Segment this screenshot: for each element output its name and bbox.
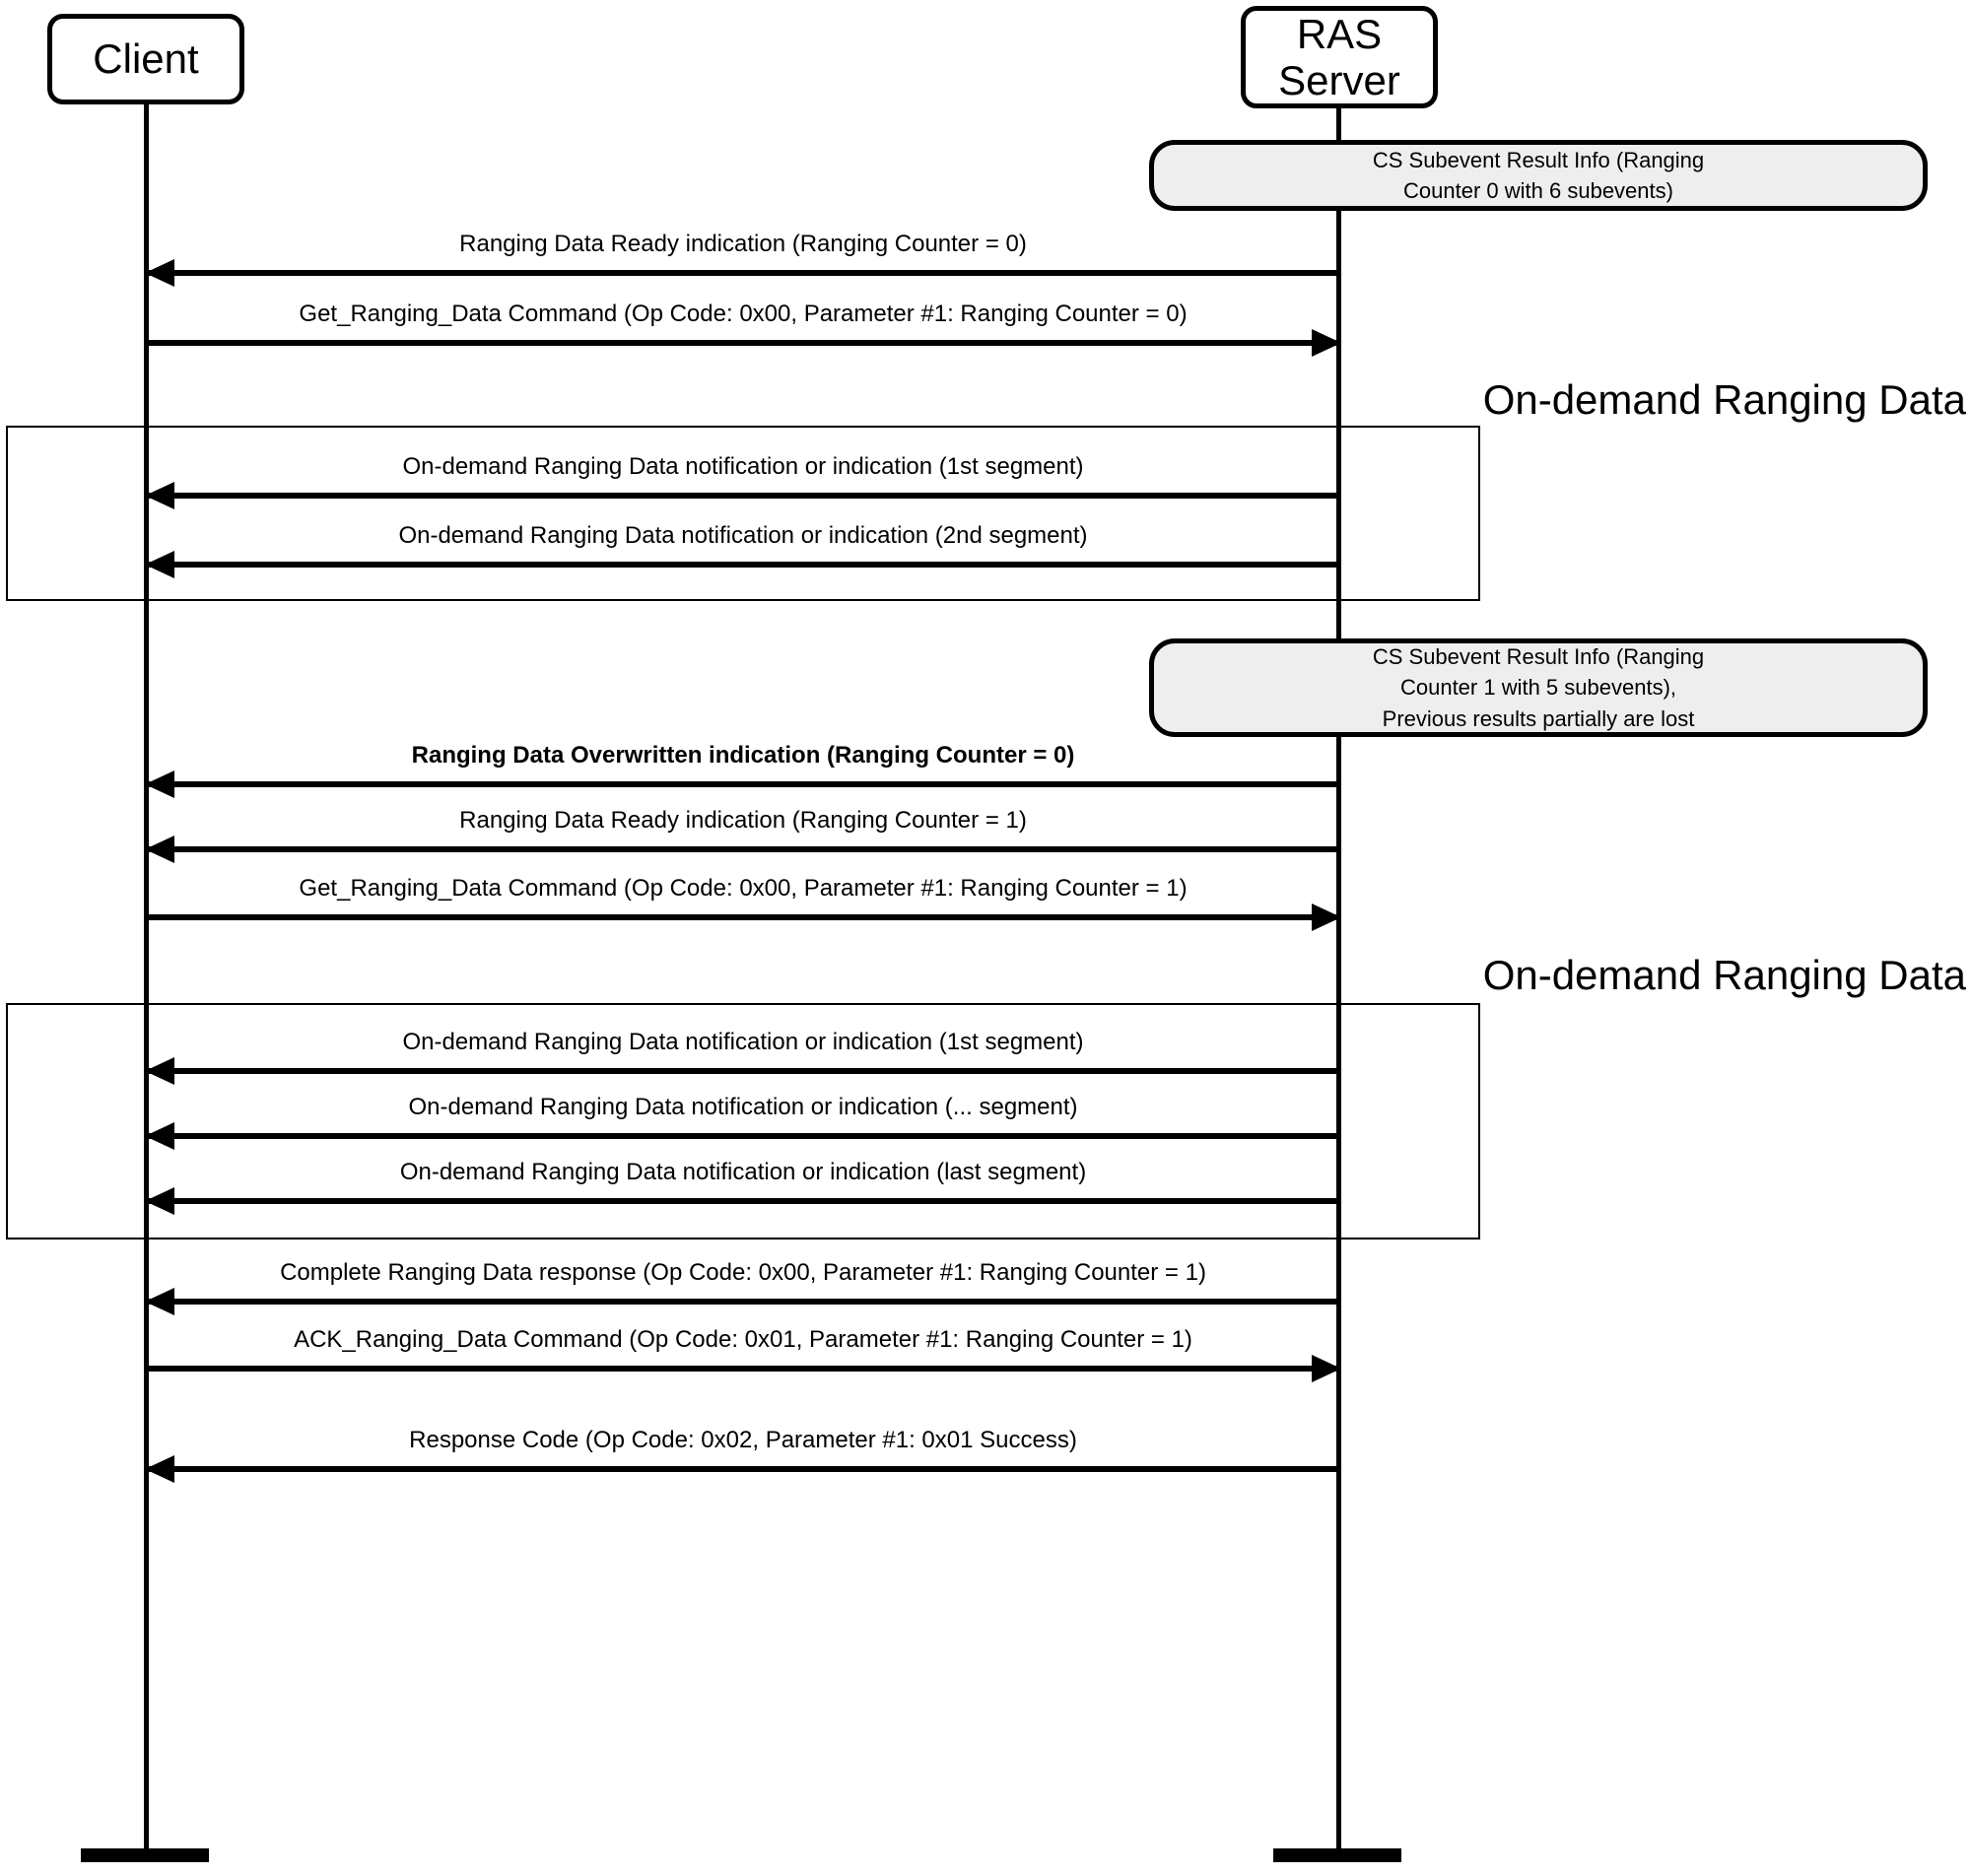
fragment-2-label: On-demand Ranging Data	[1482, 952, 1966, 998]
participant-ras-server-label-line1: RAS	[1296, 10, 1383, 57]
fragment-1-label: On-demand Ranging Data	[1482, 376, 1966, 423]
lifeline-ras-server	[1336, 6, 1341, 1862]
message-line	[146, 1198, 1340, 1204]
note-2-line-2: Counter 1 with 5 subevents),	[1399, 675, 1677, 701]
message-label: On-demand Ranging Data notification or i…	[398, 522, 1088, 549]
message-line	[146, 846, 1340, 852]
note-1-line-2: Counter 0 with 6 subevents)	[1403, 178, 1673, 203]
note-cs-subevent-result-info-0: CS Subevent Result Info (Ranging Counter…	[1149, 140, 1928, 211]
arrowhead-left-icon	[145, 1288, 174, 1315]
participant-ras-server[interactable]: RAS Server	[1241, 6, 1438, 108]
note-2-line-3: Previous results partially are lost	[1382, 705, 1695, 731]
fragment-on-demand-ranging-data-1	[6, 426, 1480, 601]
participant-ras-server-label-line2: Server	[1278, 57, 1400, 103]
arrowhead-left-icon	[145, 1455, 174, 1483]
message-line	[146, 1068, 1340, 1074]
message-label: ACK_Ranging_Data Command (Op Code: 0x01,…	[294, 1326, 1192, 1353]
message-line	[146, 1466, 1340, 1472]
message-line	[146, 562, 1340, 568]
message-line	[146, 914, 1340, 920]
message-line	[146, 340, 1340, 346]
note-cs-subevent-result-info-1: CS Subevent Result Info (Ranging Counter…	[1149, 638, 1928, 737]
message-label: Get_Ranging_Data Command (Op Code: 0x00,…	[299, 875, 1188, 902]
arrowhead-right-icon	[1312, 1355, 1341, 1382]
message-label: On-demand Ranging Data notification or i…	[399, 1159, 1087, 1185]
arrowhead-left-icon	[145, 836, 174, 863]
arrowhead-right-icon	[1312, 329, 1341, 357]
termination-bar-client	[81, 1848, 209, 1862]
arrowhead-right-icon	[1312, 904, 1341, 931]
arrowhead-left-icon	[145, 770, 174, 798]
message-label: On-demand Ranging Data notification or i…	[408, 1094, 1078, 1120]
participant-client[interactable]: Client	[47, 14, 244, 104]
message-line	[146, 1133, 1340, 1139]
lifeline-client	[144, 99, 149, 1862]
message-line	[146, 1366, 1340, 1372]
arrowhead-left-icon	[145, 482, 174, 509]
message-line	[146, 270, 1340, 276]
message-label: On-demand Ranging Data notification or i…	[402, 453, 1084, 480]
note-1-line-1: CS Subevent Result Info (Ranging	[1372, 147, 1705, 172]
message-line	[146, 1299, 1340, 1305]
message-label: Response Code (Op Code: 0x02, Parameter …	[409, 1427, 1077, 1453]
message-line	[146, 781, 1340, 787]
message-label: Complete Ranging Data response (Op Code:…	[280, 1259, 1206, 1286]
note-2-line-1: CS Subevent Result Info (Ranging	[1372, 644, 1705, 670]
fragment-on-demand-ranging-data-2	[6, 1003, 1480, 1240]
arrowhead-left-icon	[145, 551, 174, 578]
termination-bar-ras-server	[1273, 1848, 1401, 1862]
arrowhead-left-icon	[145, 1057, 174, 1085]
message-label: Ranging Data Ready indication (Ranging C…	[459, 807, 1027, 834]
arrowhead-left-icon	[145, 1122, 174, 1150]
arrowhead-left-icon	[145, 1187, 174, 1215]
message-line	[146, 493, 1340, 499]
message-label: Ranging Data Ready indication (Ranging C…	[459, 231, 1027, 257]
arrowhead-left-icon	[145, 259, 174, 287]
message-label: On-demand Ranging Data notification or i…	[402, 1029, 1084, 1055]
message-label: Ranging Data Overwritten indication (Ran…	[411, 742, 1075, 769]
message-label: Get_Ranging_Data Command (Op Code: 0x00,…	[299, 301, 1188, 327]
participant-client-label: Client	[93, 35, 199, 83]
